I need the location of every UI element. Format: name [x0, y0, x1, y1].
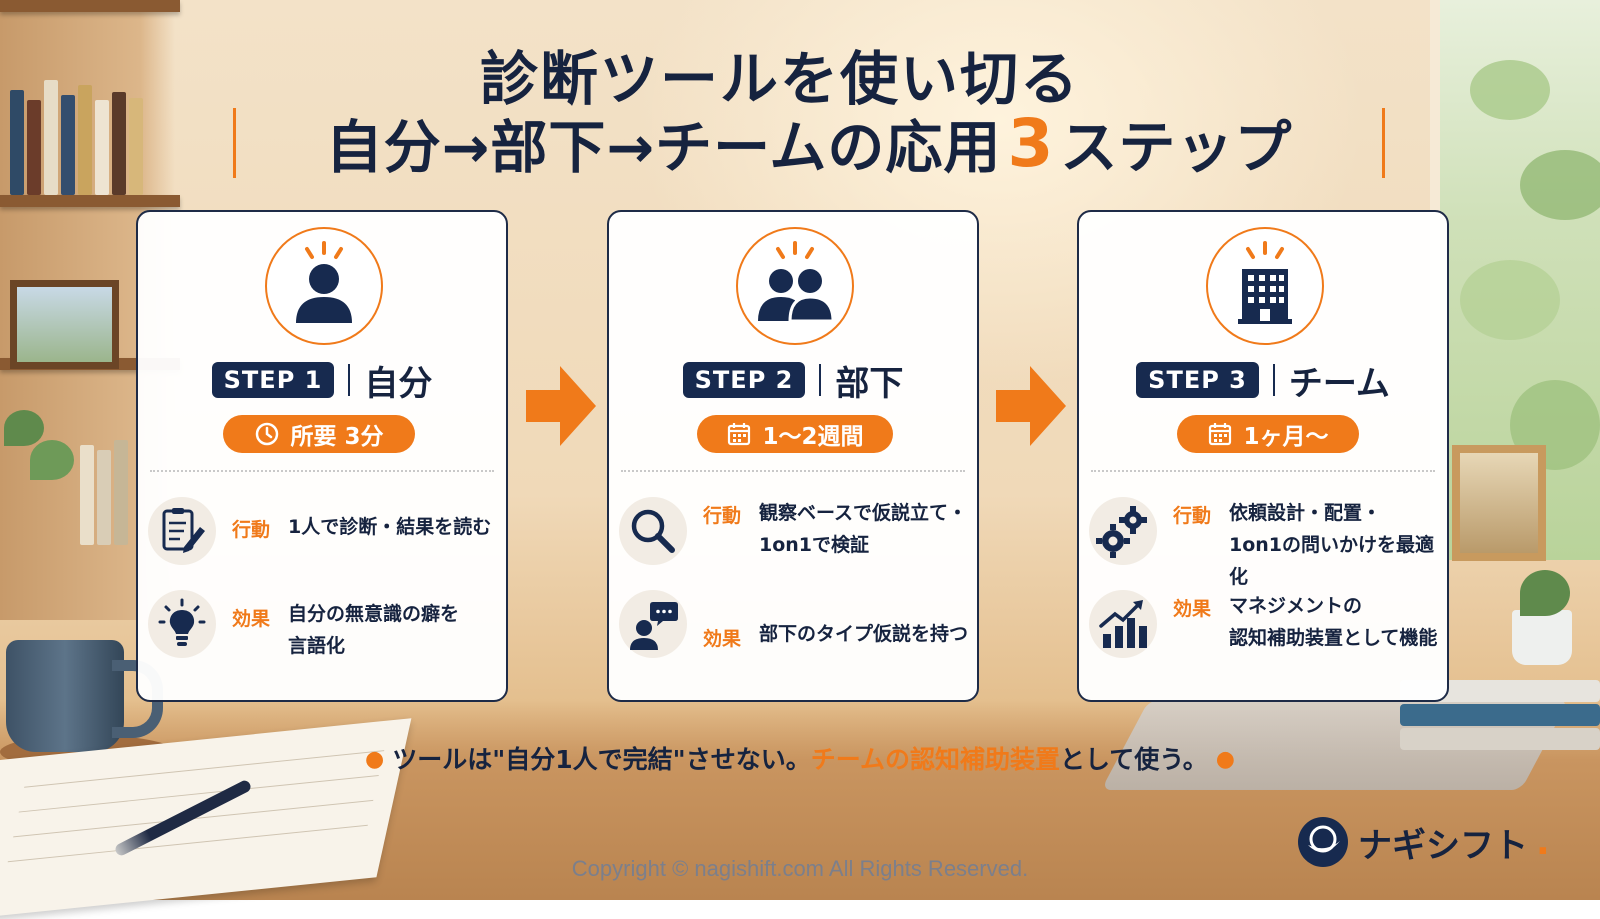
calendar-icon: [728, 423, 751, 446]
step-3-effect-label: 効果: [1173, 598, 1212, 620]
step-3-badge: STEP 3: [1136, 362, 1259, 398]
step-1-effect-text: 自分の無意識の癖を 言語化: [288, 603, 460, 657]
magnifier-icon: [631, 509, 675, 553]
person-speech-icon: [630, 602, 678, 650]
step-2-action-icon-bg: [619, 497, 687, 565]
step-2-separator: [819, 364, 822, 396]
step-1-action-text: 1人で診断・結果を読む: [288, 516, 492, 538]
step-3-separator: [1272, 364, 1275, 396]
title-line-1: 診断ツールを使い切る: [479, 45, 1080, 113]
checklist-pencil-icon: [162, 508, 205, 553]
logo-text: ナギシフト: [1358, 825, 1528, 866]
background-window: [1430, 0, 1600, 560]
summary-note: ● ツールは"自分1人で完結"させない。チームの認知補助装置として使う。 ●: [0, 740, 1600, 776]
step-2-duration-pill: 1〜2週間: [697, 415, 893, 453]
step-1-divider: [150, 470, 494, 472]
title-step-count: 3: [1007, 104, 1055, 182]
note-bullet-right: ●: [1215, 747, 1235, 772]
step-1-action-icon-bg: [148, 497, 216, 565]
step-1-header: STEP 1 自分: [138, 357, 506, 404]
step-1-name: 自分: [364, 363, 433, 404]
step-1-duration: 所要 3分: [290, 424, 384, 450]
arrow-right-icon: [996, 366, 1066, 446]
step-1-effect-icon-bg: [148, 590, 216, 658]
person-icon: [296, 241, 352, 323]
step-2-duration: 1〜2週間: [762, 424, 864, 450]
two-people-icon: [758, 241, 835, 323]
step-2-divider: [621, 470, 965, 472]
step-3-icon-circle: [1206, 227, 1324, 345]
step-2-action-text: 観察ベースで仮説立て・ 1on1で検証: [759, 502, 968, 556]
step-3-action-text: 依頼設計・配置・ 1on1の問いかけを最適化: [1229, 502, 1435, 588]
step-2-header: STEP 2 部下: [609, 357, 977, 404]
clock-icon: [256, 422, 279, 446]
step-card-2: STEP 2 部下 1〜2週間 行動 観察ベースで仮説立て・ 1on1で検証: [607, 210, 979, 702]
note-text-after: として使う。: [1059, 745, 1208, 774]
step-1-action-label: 行動: [232, 519, 271, 541]
brand-logo: ナギシフト.: [1296, 814, 1550, 870]
growth-chart-icon: [1099, 600, 1147, 648]
book-stack-1: [1400, 680, 1600, 702]
step-1-separator: [348, 364, 351, 396]
plant-leaves: [1520, 570, 1570, 616]
note-text-before: ツールは"自分1人で完結"させない。: [392, 745, 811, 774]
step-2-icon-circle: [736, 227, 854, 345]
step-3-divider: [1091, 470, 1435, 472]
book-stack-2: [1400, 704, 1600, 726]
step-card-1: STEP 1 自分 所要 3分 行動 1人で診断・結果を読む: [136, 210, 508, 702]
lightbulb-icon: [158, 598, 206, 646]
plant-pot: [1512, 610, 1572, 665]
step-2-badge: STEP 2: [682, 362, 806, 398]
step-1-badge: STEP 1: [211, 362, 335, 398]
gears-icon: [1096, 506, 1147, 558]
step-1-icon-circle: [265, 227, 383, 345]
title-line-2-suffix: ステップ: [1060, 115, 1293, 181]
step-3-name: チーム: [1288, 363, 1390, 404]
photo-frame: [1452, 445, 1546, 561]
copyright: Copyright © nagishift.com All Rights Res…: [571, 856, 1029, 881]
book-stack-3: [1400, 728, 1600, 750]
step-3-action-label: 行動: [1173, 505, 1212, 527]
step-3-effect-text: マネジメントの 認知補助装置として機能: [1229, 595, 1438, 649]
step-2-effect-label: 効果: [703, 628, 742, 650]
note-highlight: チームの認知補助装置: [810, 745, 1060, 774]
step-1-duration-pill: 所要 3分: [223, 415, 415, 453]
title-line-2: 自分→部下→チームの応用 3 ステップ: [233, 105, 1385, 182]
step-3-effect-icon-bg: [1089, 590, 1157, 658]
arrow-right-icon: [526, 366, 596, 446]
step-1-effect-label: 効果: [232, 608, 271, 630]
step-3-duration-pill: 1ヶ月〜: [1177, 415, 1359, 453]
note-bullet-left: ●: [365, 747, 385, 772]
calendar-icon: [1209, 423, 1232, 446]
logo-dot: .: [1536, 821, 1550, 863]
step-3-action-icon-bg: [1089, 497, 1157, 565]
step-card-3: STEP 3 チーム 1ヶ月〜: [1077, 210, 1449, 702]
coffee-mug: [6, 640, 124, 752]
step-2-effect-text: 部下のタイプ仮説を持つ: [759, 623, 969, 645]
step-3-header: STEP 3 チーム: [1079, 357, 1447, 404]
building-icon: [1238, 241, 1292, 324]
step-2-action-label: 行動: [703, 505, 742, 527]
title-line-2-main: 自分→部下→チームの応用: [325, 115, 1002, 181]
step-3-duration: 1ヶ月〜: [1243, 424, 1329, 450]
step-2-name: 部下: [835, 363, 904, 404]
step-2-effect-icon-bg: [619, 590, 687, 658]
logo-mark-icon: [1298, 817, 1348, 867]
